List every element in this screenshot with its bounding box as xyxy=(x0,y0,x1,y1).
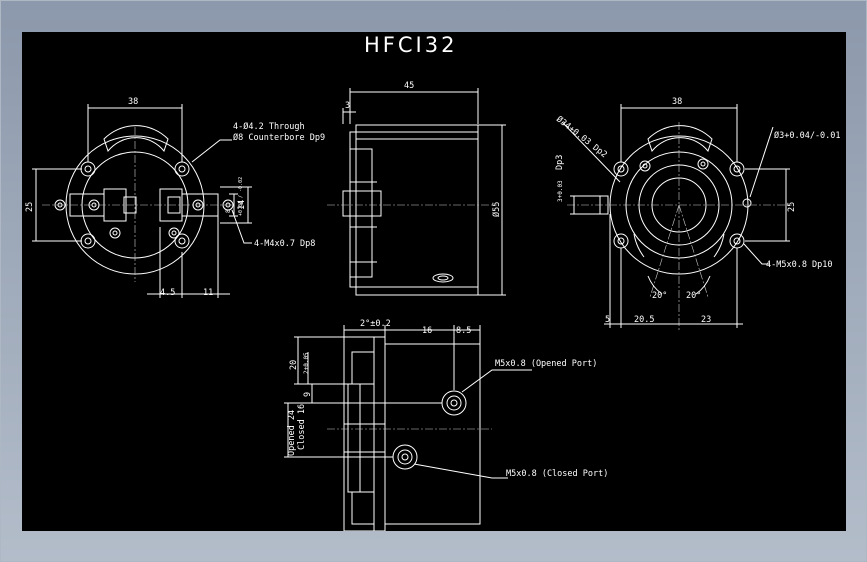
left-hole-tl xyxy=(80,161,96,177)
drawing-canvas: HFCI32 38 25 4.5 11 8 +0.01 / -0.02 14 4… xyxy=(22,32,846,531)
bottom-dim-top-a: 2°±0.2 xyxy=(360,319,391,329)
bottom-dim-left-a: 20 xyxy=(289,360,299,370)
left-dim-small-a: 8 xyxy=(225,209,232,213)
bottom-dim-left-closed: Closed 16 xyxy=(297,404,307,450)
bottom-dim-left-open: Opened 24 xyxy=(287,410,297,456)
left-note-holes-1: 4-Ø4.2 Through xyxy=(233,121,305,132)
left-dim-small-tol: +0.01 / -0.02 xyxy=(238,177,244,216)
bottom-port-open: M5x0.8 (Opened Port) xyxy=(495,359,597,369)
bottom-dim-left-b: 2+0.05 xyxy=(303,352,310,374)
closed-port-circle xyxy=(392,444,418,470)
right-dim-right: 25 xyxy=(787,202,797,212)
center-dim-small: 3 xyxy=(345,101,350,111)
right-dim-left-b: 3+0.03 xyxy=(557,180,564,202)
bottom-dim-top-b: 16 xyxy=(422,326,432,336)
bottom-port-closed: M5x0.8 (Closed Port) xyxy=(506,469,608,479)
right-dim-bottom-b: 20.5 xyxy=(634,315,654,325)
center-dim-dia: Ø55 xyxy=(491,202,502,217)
left-note-holes-2: Ø8 Counterbore Dp9 xyxy=(233,132,325,143)
center-boss xyxy=(342,190,382,217)
left-dim-small-b: 14 xyxy=(237,200,247,210)
right-view xyxy=(561,104,792,332)
right-dim-top: 38 xyxy=(672,97,682,107)
bottom-body xyxy=(384,343,481,525)
right-note-tap: 4-M5x0.8 Dp10 xyxy=(766,260,833,270)
left-dim-left: 25 xyxy=(25,202,35,212)
open-port-circle xyxy=(441,390,467,416)
right-dim-bottom-a: 5 xyxy=(605,315,610,325)
cad-drawing: HFCI32 38 25 4.5 11 8 +0.01 / -0.02 14 4… xyxy=(25,33,846,531)
right-note-bore: Ø34+0.03 Dp2 xyxy=(554,114,609,160)
left-dim-top: 38 xyxy=(128,97,138,107)
left-dim-bottom-b: 11 xyxy=(203,288,213,298)
bottom-view xyxy=(284,325,532,531)
right-top-slot xyxy=(647,125,713,153)
right-note-pin: Ø3+0.04/-0.01 Dp3 xyxy=(774,130,846,141)
left-top-slot xyxy=(103,125,169,153)
left-note-tap: 4-M4x0.7 Dp8 xyxy=(254,239,315,249)
right-angle-a: 20° xyxy=(652,291,667,301)
center-body xyxy=(349,131,479,288)
left-hole-br xyxy=(174,233,190,249)
center-dim-top: 45 xyxy=(404,81,414,91)
left-view xyxy=(32,104,252,298)
bottom-dim-left-c: 9 xyxy=(303,392,313,397)
right-angle-b: 20° xyxy=(686,291,701,301)
left-hole-bl xyxy=(80,233,96,249)
right-dim-left-a: Dp3 xyxy=(555,155,565,170)
right-dim-bottom-c: 23 xyxy=(701,315,711,325)
bottom-dim-top-c: 8.5 xyxy=(456,326,471,336)
center-view xyxy=(327,88,506,296)
left-dim-bottom-a: 4.5 xyxy=(160,288,175,298)
drawing-title: HFCI32 xyxy=(364,33,457,57)
left-hole-tr xyxy=(174,161,190,177)
